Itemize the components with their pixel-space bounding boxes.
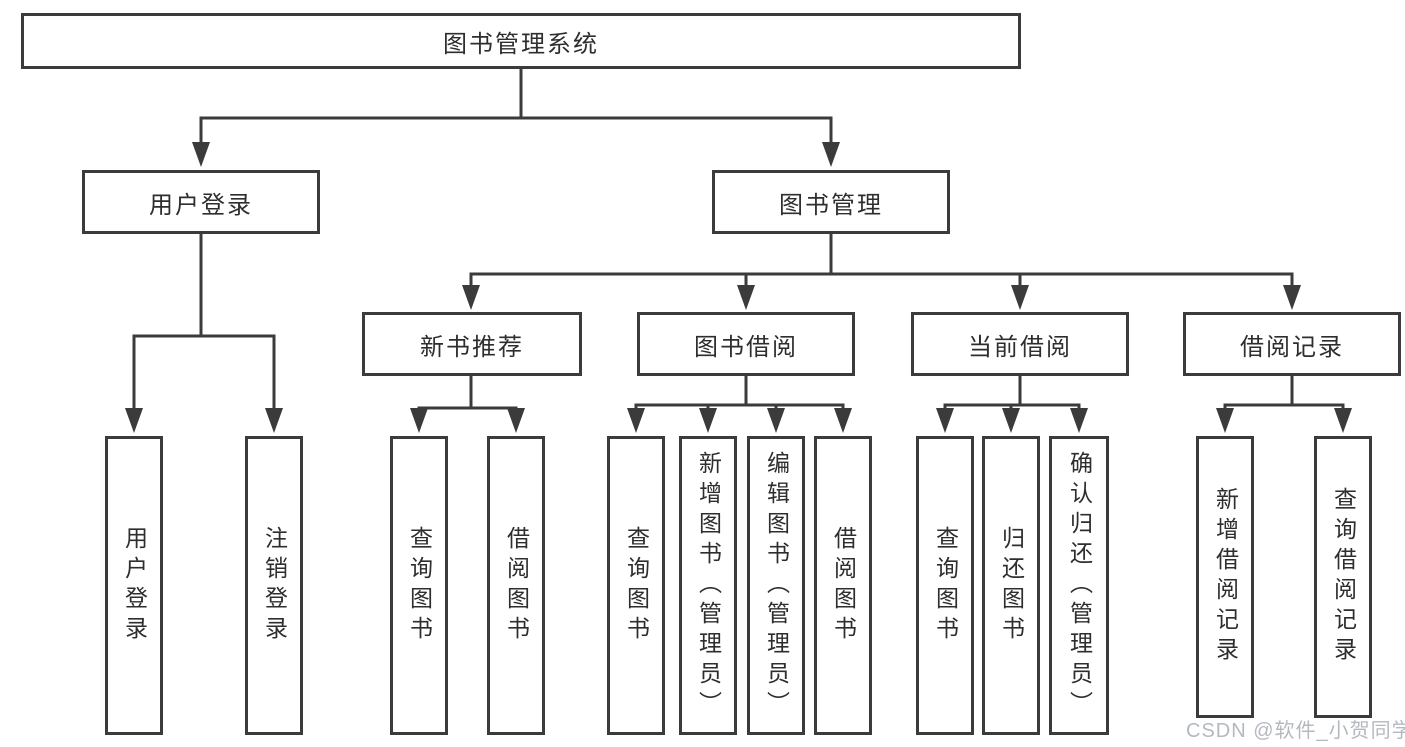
node-label: 注销登录	[261, 525, 288, 646]
leaf-query-borrow-record: 查询借阅记录	[1314, 436, 1372, 718]
leaf-borrow-books: 借阅图书	[814, 436, 872, 735]
node-book-management: 图书管理	[712, 170, 950, 234]
node-label: 当前借阅	[968, 333, 1072, 361]
leaf-edit-book-admin: 编辑图书（管理员）	[747, 436, 805, 735]
leaf-user-login: 用户登录	[105, 436, 163, 735]
node-label: 确认归还（管理员）	[1066, 450, 1093, 721]
node-label: 新增图书（管理员）	[695, 450, 722, 721]
leaf-borrow-books-recommend: 借阅图书	[487, 436, 545, 735]
node-current-borrow: 当前借阅	[911, 312, 1129, 376]
node-label: 查询借阅记录	[1330, 487, 1357, 667]
node-user-login: 用户登录	[82, 170, 320, 234]
leaf-return-book: 归还图书	[982, 436, 1040, 735]
leaf-confirm-return-admin: 确认归还（管理员）	[1049, 436, 1109, 735]
leaf-logout: 注销登录	[245, 436, 303, 735]
node-new-book-recommend: 新书推荐	[362, 312, 582, 376]
node-label: 借阅图书	[503, 525, 530, 646]
watermark-text: CSDN @软件_小贺同学	[1186, 720, 1405, 742]
node-label: 归还图书	[998, 525, 1025, 646]
node-label: 新书推荐	[420, 333, 524, 361]
node-borrow-records: 借阅记录	[1183, 312, 1401, 376]
node-label: 查询图书	[623, 525, 650, 646]
node-label: 借阅记录	[1240, 333, 1344, 361]
leaf-add-borrow-record: 新增借阅记录	[1196, 436, 1254, 718]
node-book-borrow: 图书借阅	[637, 312, 855, 376]
node-label: 查询图书	[406, 525, 433, 646]
node-label: 图书管理系统	[443, 30, 599, 58]
leaf-query-books-current: 查询图书	[916, 436, 974, 735]
node-label: 借阅图书	[830, 525, 857, 646]
node-label: 编辑图书（管理员）	[763, 450, 790, 721]
node-label: 用户登录	[149, 191, 253, 219]
leaf-query-books-borrow: 查询图书	[607, 436, 665, 735]
node-label: 图书管理	[779, 191, 883, 219]
node-label: 图书借阅	[694, 333, 798, 361]
node-label: 查询图书	[932, 525, 959, 646]
leaf-query-books-recommend: 查询图书	[390, 436, 448, 735]
node-label: 新增借阅记录	[1212, 487, 1239, 667]
node-label: 用户登录	[121, 525, 148, 646]
node-root-library-system: 图书管理系统	[21, 13, 1021, 69]
leaf-add-book-admin: 新增图书（管理员）	[679, 436, 737, 735]
